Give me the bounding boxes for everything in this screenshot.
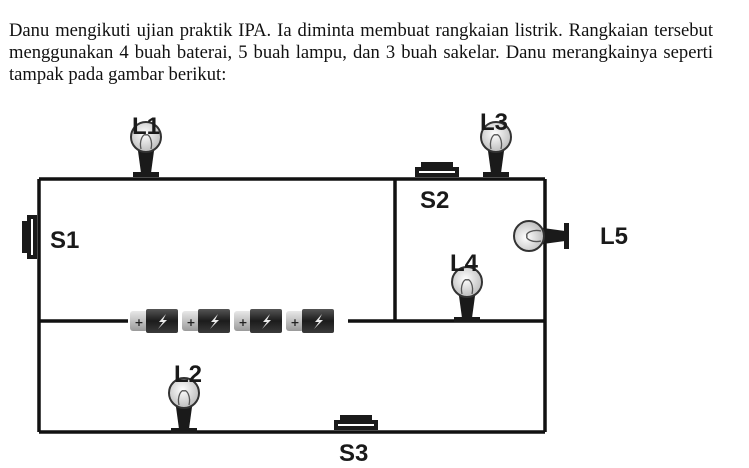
switch-s1-icon [20,215,37,259]
circuit-diagram: + + + + L1 L3 S2 S1 L5 L4 L2 S3 [20,109,628,467]
switch-s3-icon [334,413,378,430]
label-s2: S2 [420,187,449,214]
battery-cell-icon: + [286,309,334,333]
label-s1: S1 [50,227,79,254]
label-l2: L2 [174,361,202,388]
label-l5: L5 [600,223,628,250]
battery-pack: + + + + [128,309,348,333]
svg-text:+: + [238,316,247,329]
battery-cell-icon: + [130,309,178,333]
switch-s2-icon [415,160,459,177]
lamp-l5-icon [513,220,570,252]
label-l3: L3 [480,109,508,136]
svg-text:+: + [290,316,299,329]
battery-cell-icon: + [234,309,282,333]
svg-text:+: + [186,316,195,329]
battery-cell-icon: + [182,309,230,333]
svg-text:+: + [134,316,143,329]
question-text: Danu mengikuti ujian praktik IPA. Ia dim… [9,20,713,85]
label-l4: L4 [450,250,479,277]
label-l1: L1 [132,113,160,140]
label-s3: S3 [339,440,368,467]
